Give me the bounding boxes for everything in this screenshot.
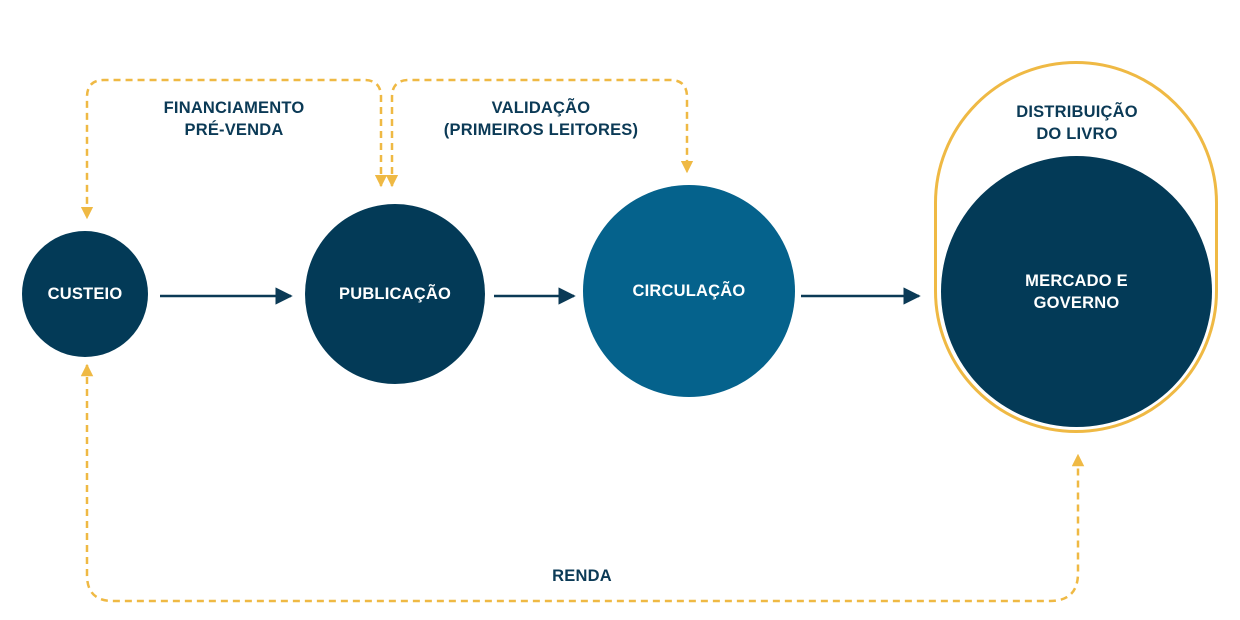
- node-circulacao: CIRCULAÇÃO: [583, 185, 795, 397]
- node-publicacao: PUBLICAÇÃO: [305, 204, 485, 384]
- validacao-loop: [385, 78, 694, 188]
- validacao-label: VALIDAÇÃO (PRIMEIROS LEITORES): [443, 99, 639, 139]
- distribuicao-label: DISTRIBUIÇÃO DO LIVRO: [1016, 103, 1138, 143]
- node-mercado-governo-label: MERCADO E GOVERNO: [1025, 271, 1128, 312]
- node-circulacao-label: CIRCULAÇÃO: [632, 282, 746, 300]
- node-custeio: CUSTEIO: [22, 231, 148, 357]
- node-custeio-label: CUSTEIO: [47, 285, 123, 303]
- node-mercado-governo: MERCADO E GOVERNO: [941, 156, 1212, 427]
- distribution-capsule: [934, 61, 1218, 433]
- node-publicacao-label: PUBLICAÇÃO: [339, 285, 451, 303]
- financiamento-loop: [80, 78, 388, 220]
- renda-label: RENDA: [552, 567, 612, 585]
- renda-loop: [80, 363, 1085, 603]
- financiamento-label: FINANCIAMENTO PRÉ-VENDA: [163, 99, 305, 139]
